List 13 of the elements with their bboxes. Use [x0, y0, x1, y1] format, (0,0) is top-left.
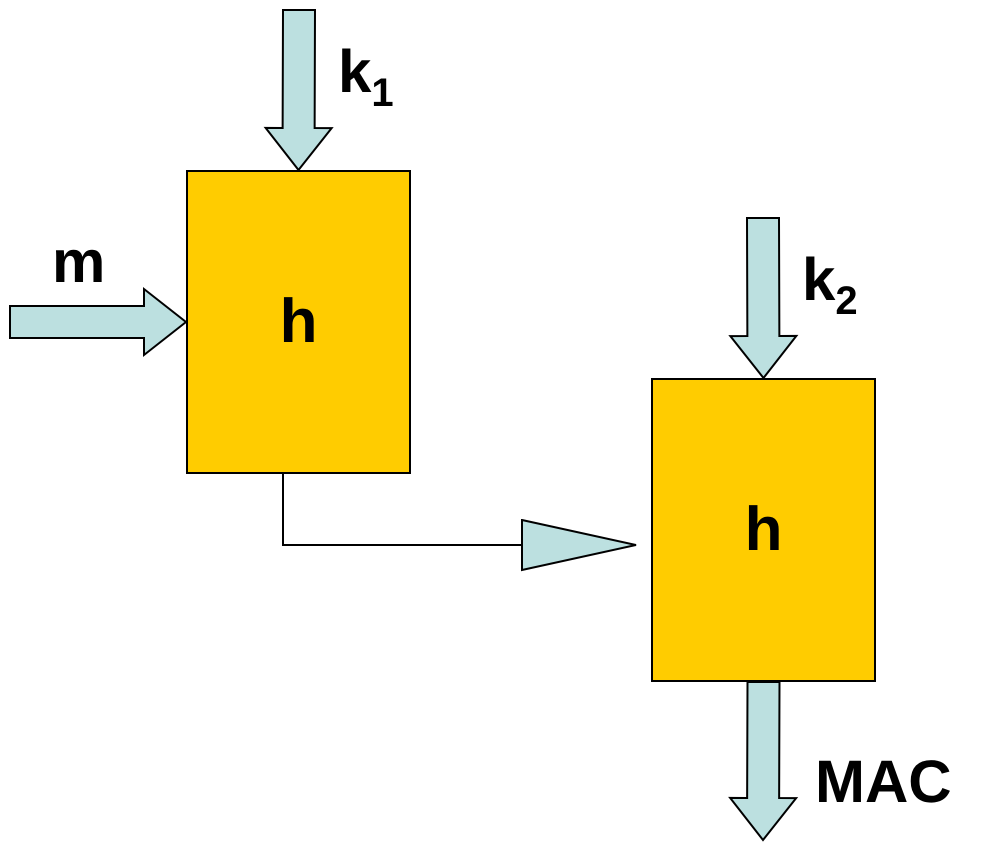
- process-box: [186, 170, 411, 474]
- edge-label: MAC: [815, 752, 952, 812]
- function-label: h: [744, 499, 782, 561]
- process-box: [651, 378, 876, 682]
- edge-label: k$_{1}$: [338, 42, 394, 113]
- edge-label: k$_{2}$: [802, 250, 858, 321]
- block-arrow: [728, 680, 798, 842]
- block-arrow: [264, 8, 334, 172]
- arrow: [282, 474, 637, 571]
- function-label: h: [280, 291, 318, 353]
- block-arrow: [9, 286, 188, 358]
- block-arrow: [728, 216, 798, 380]
- edge-label: m: [52, 232, 106, 292]
